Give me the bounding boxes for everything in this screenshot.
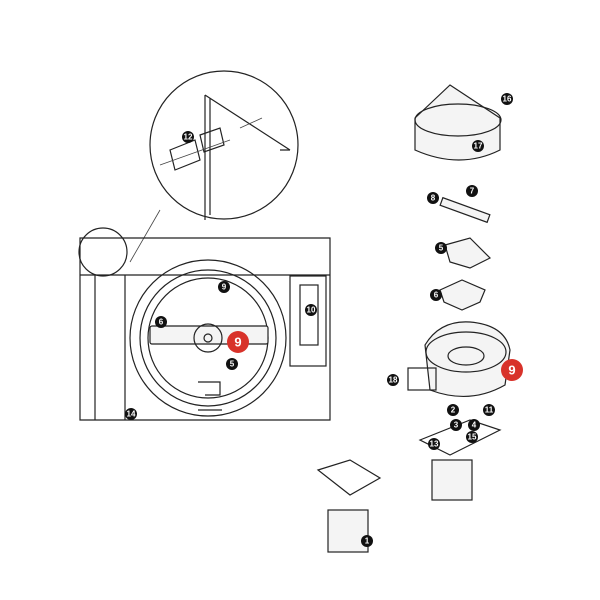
callout-15: 15	[466, 431, 478, 443]
motor-right	[431, 459, 473, 501]
callout-13: 13	[428, 438, 440, 450]
svg-text:15: 15	[468, 433, 477, 442]
bar-part	[439, 196, 491, 224]
callout-3: 3	[450, 419, 462, 431]
callout-18: 18	[387, 374, 399, 386]
highlight-callout-9-right[interactable]: 9	[501, 359, 523, 381]
callout-17: 17	[472, 140, 484, 152]
svg-text:17: 17	[474, 142, 483, 151]
callout-12: 12	[182, 131, 194, 143]
svg-text:14: 14	[127, 410, 136, 419]
svg-text:9: 9	[234, 335, 241, 350]
svg-text:5: 5	[230, 360, 235, 369]
callout-4: 4	[468, 419, 480, 431]
svg-text:18: 18	[389, 376, 398, 385]
callout-2: 2	[447, 404, 459, 416]
impeller-cover	[444, 237, 492, 269]
callout-10: 10	[305, 304, 317, 316]
svg-text:9: 9	[508, 363, 515, 378]
callout-11: 11	[483, 404, 495, 416]
svg-text:2: 2	[451, 406, 456, 415]
svg-text:1: 1	[365, 537, 370, 546]
svg-text:6: 6	[159, 318, 164, 327]
pump-base	[407, 321, 511, 398]
svg-text:13: 13	[430, 440, 439, 449]
callout-14: 14	[125, 408, 137, 420]
svg-text:12: 12	[184, 133, 193, 142]
highlight-callout-9-left[interactable]: 9	[227, 331, 249, 353]
main-housing	[78, 227, 331, 421]
svg-text:3: 3	[454, 421, 459, 430]
callout-8: 8	[427, 192, 439, 204]
callout-5: 5	[226, 358, 238, 370]
callout-7: 7	[466, 185, 478, 197]
svg-text:9: 9	[222, 283, 227, 292]
callout-16: 16	[501, 93, 513, 105]
svg-text:10: 10	[307, 306, 316, 315]
callout-6: 6	[155, 316, 167, 328]
svg-text:6: 6	[434, 291, 439, 300]
callout-1: 1	[361, 535, 373, 547]
bracket-left	[316, 459, 382, 496]
impeller	[439, 279, 486, 311]
callout-5-right: 5	[435, 242, 447, 254]
detail-magnifier	[129, 70, 299, 263]
callout-6-right: 6	[430, 289, 442, 301]
lid-part	[414, 84, 502, 161]
svg-text:11: 11	[485, 406, 494, 415]
svg-text:8: 8	[431, 194, 436, 203]
svg-text:16: 16	[503, 95, 512, 104]
svg-text:4: 4	[472, 421, 477, 430]
svg-text:7: 7	[470, 187, 475, 196]
svg-text:5: 5	[439, 244, 444, 253]
callout-9: 9	[218, 281, 230, 293]
motor-left	[327, 509, 369, 553]
